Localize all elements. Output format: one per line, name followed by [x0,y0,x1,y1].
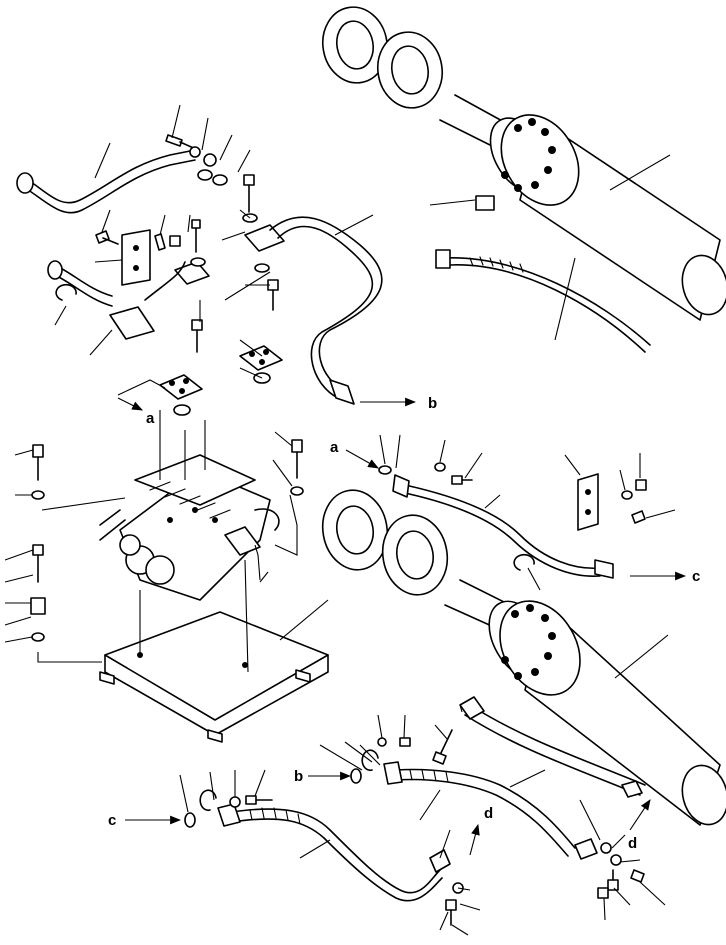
callout-label-a-middle: a [330,439,339,456]
callout-label-b-bottom: b [294,768,303,785]
callout-label-c-bottom: c [108,812,116,829]
lower-hoses [184,729,645,926]
callout-arrows [117,397,687,856]
callout-label-d-right: d [628,835,637,852]
leader-lines [4,104,676,936]
lower-hydraulic-cylinder [321,489,726,826]
control-valve-assembly [30,439,329,743]
callout-label-d-middle: d [484,805,493,822]
middle-right-tube [378,462,647,579]
callout-label-a-top: a [146,410,155,427]
upper-left-pipe-assembly [16,134,383,416]
upper-hydraulic-cylinder [322,6,726,353]
callout-label-c-right: c [692,568,700,585]
callout-label-b-top: b [428,395,437,412]
